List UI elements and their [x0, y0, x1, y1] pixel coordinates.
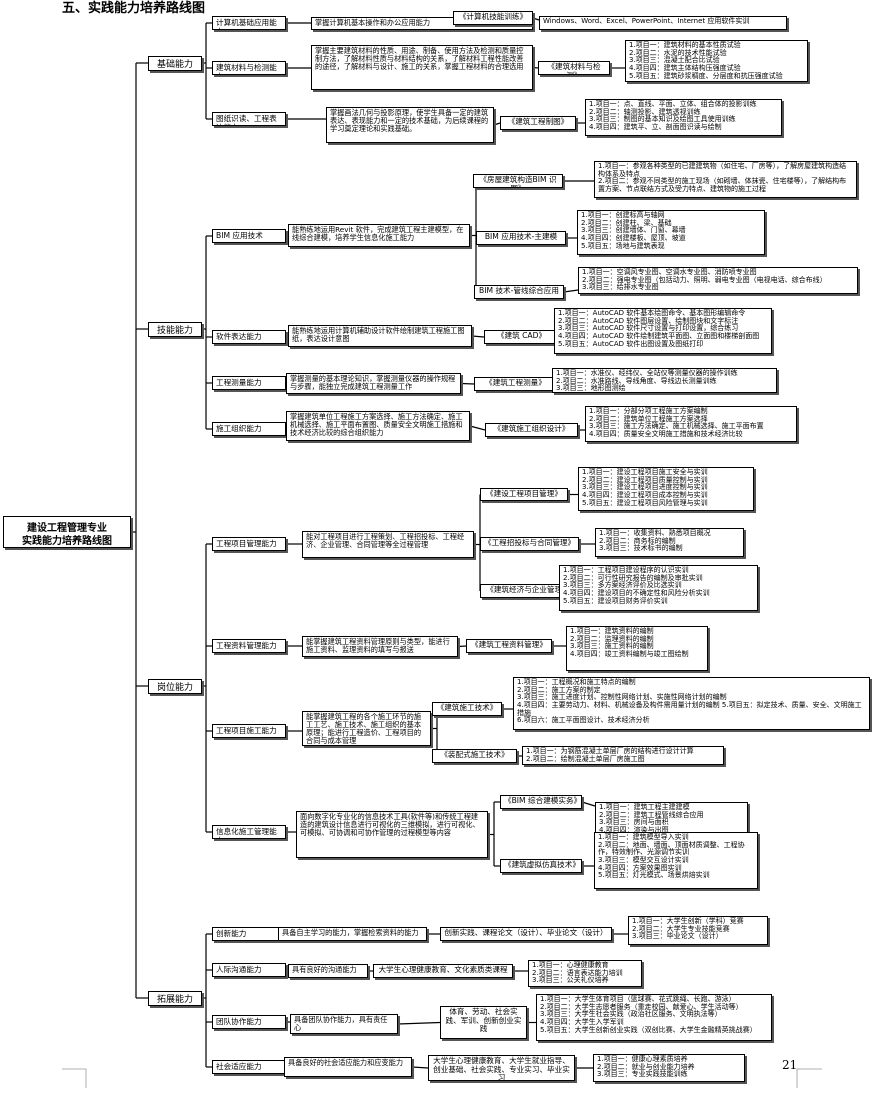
course-box: 大学生心理健康教育、文化素质类课程	[373, 964, 513, 978]
project-list: 1.项目一：建筑资料的编制 2.项目二：监理资料的编制 3.项目三：施工资料的编…	[566, 626, 708, 671]
project-list: Windows、Word、Excel、PowerPoint、Internet 应…	[539, 16, 787, 30]
item-description: 具备良好的社会适应能力和应变能力	[284, 1057, 412, 1077]
item-description: 能熟练地运用Revit 软件，完成建筑工程主建模型，在线综合建模，培养学生信息化…	[288, 224, 470, 247]
item-description: 具有良好的沟通能力	[288, 964, 368, 978]
project-list: 1.项目一：大学生创新（学科）竞赛 2.项目二：大学生专业技能竞赛 3.项目三：…	[628, 916, 768, 945]
item-label: 计算机基础应用能力	[212, 16, 286, 30]
item-description: 能熟练地运用计算机辅助设计软件绘制建筑工程施工图纸，表达设计意图	[288, 325, 472, 347]
connector-line	[563, 289, 579, 293]
item-label: 工程项目管理能力	[212, 537, 286, 551]
course-box: 《建筑工程制图》	[500, 116, 576, 130]
project-list: 1.项目一：分部分项工程施工方案编制 2.项目二：建筑单位工程施工方案选择 3.…	[585, 406, 797, 442]
item-description: 能对工程项目进行工程策划、工程招投标、工程经济、企业管理、合同管理等全过程管理	[302, 531, 474, 558]
project-list: 1.项目一：空调风专业图、空调水专业图、消防喷专业图 2.项目二：强电专业图（包…	[578, 267, 858, 294]
item-label: 施工组织能力	[212, 422, 286, 436]
project-list: 1.项目一：大学生体育项目（篮球赛、花式跳绳、长跑、游泳） 2.项目二：大学生志…	[536, 994, 772, 1041]
course-box: BIM 技术-管线综合应用	[474, 285, 564, 299]
course-box: 创新实践、课程论文（设计）、毕业论文（设计）	[440, 927, 612, 941]
item-label: 工程项目施工能力	[212, 724, 286, 738]
course-box: BIM 应用技术-主建模	[476, 231, 566, 245]
group-label: 岗位能力	[148, 678, 202, 694]
project-list: 1.项目一：点、直线、平面、立体、组合体的投影训练 2.项目二：轴测投影、建筑透…	[585, 99, 782, 136]
project-list: 1.项目一：工程概况和施工特点的编制 2.项目二：施工方案的制定 3.项目三：施…	[513, 677, 870, 730]
item-description: 具备自主学习的能力，掌握检索资料的能力	[278, 927, 427, 941]
item-label: 社会适应能力	[212, 1060, 286, 1074]
project-list: 1.项目一：参观各种类型的已建建筑物（如住宅、厂房等），了解房屋建筑构造结构体系…	[594, 161, 857, 198]
course-box: 《建筑施工组织设计》	[485, 423, 578, 437]
item-description: 掌握测量的基本理论知识，掌握测量仪器的操作规程与步骤，能独立完成建筑工程测量工作	[286, 373, 461, 394]
project-list: 1.项目一：水准仪、经纬仪、全站仪等测量仪器的操作训练 2.项目二：水准路线、导…	[552, 368, 777, 393]
project-list: 1.项目一：建设工程项目施工安全与实训 2.项目二：建设工程项目质量控制与实训 …	[578, 467, 754, 511]
item-description: 掌握建筑单位工程施工方案选择、施工方法确定、施工机械选择、施工平面布置图、质量安…	[286, 411, 470, 441]
course-box: 《BIM 综合建模实务》	[500, 795, 582, 809]
course-box: 《建筑 CAD》	[484, 330, 559, 344]
page-heading: 五、实践能力培养路线图	[62, 1, 206, 16]
course-box: 大学生心理健康教育、大学生就业指导、创业基础、社会实践、专业实习、毕业实习	[428, 1055, 575, 1081]
connector-line	[397, 1021, 441, 1025]
item-description: 能掌握建筑工程的各个施工环节的施工工艺、施工技术、施工组织的基本原理；能进行工程…	[302, 711, 431, 746]
item-label: 信息化施工管理能力	[212, 825, 286, 839]
connector-line	[532, 66, 539, 69]
course-box: 《建设工程项目管理》	[480, 488, 568, 501]
item-label: BIM 应用技术	[212, 229, 286, 243]
course-box: 《房屋建筑构造BIM 识图》	[473, 174, 563, 188]
connector-line	[460, 382, 475, 385]
item-label: 建筑材料与检测能力	[212, 61, 286, 75]
group-label: 基础能力	[148, 55, 202, 71]
group-label: 技能能力	[148, 321, 202, 337]
item-description: 具备团队协作能力，具有责任心	[290, 1014, 398, 1034]
connector-line	[411, 1066, 429, 1069]
course-box: 《建筑材料与检测》	[538, 61, 610, 75]
item-label: 团队协作能力	[212, 1015, 286, 1029]
group-label: 拓展能力	[148, 990, 202, 1006]
connector-line	[469, 425, 486, 431]
course-box: 《建筑工程资料管理》	[466, 639, 552, 653]
course-box: 《装配式施工技术》	[432, 749, 517, 763]
project-list: 1.项目一：建筑材料的基本性质试验 2.项目二：水泥的技术性能试验 3.项目三：…	[625, 40, 808, 82]
project-list: 1.项目一：工程项目建设程序的认识实训 2.项目二：可行性研究报告的编制及审批实…	[559, 565, 758, 611]
project-list: 1.项目一：建筑模型导入实训 2.项目二：地面、墙面、顶面材质调整、工程协作，特…	[594, 832, 758, 889]
project-list: 1.项目一：AutoCAD 软件基本绘图命令、基本图形编辑命令 2.项目二：Au…	[554, 308, 772, 354]
course-box: 《工程招投标与合同管理》	[480, 537, 579, 551]
connector-line	[471, 335, 485, 338]
course-box: 《计算机技能训练》	[453, 11, 533, 25]
item-description: 面向数字化专业化的信息技术工具(软件等)和传统工程建造的建筑设计信息进行可视化的…	[296, 811, 488, 858]
project-list: 1.项目一：心理健康教育 2.项目二：语言表达能力培训 3.项目三：公关礼仪培养	[528, 960, 642, 987]
item-description: 能掌握建筑工程资料管理原则与类型，能进行施工资料、监理资料的填写与报送	[302, 636, 458, 657]
project-list: 1.项目一：创建标高与轴网 2.项目二：创建柱、梁、基础 3.项目三：创建墙体、…	[577, 210, 765, 255]
page-number: 21	[782, 1058, 798, 1072]
item-label: 工程资料管理能力	[212, 639, 286, 653]
connector-line	[493, 122, 501, 126]
item-label: 工程测量能力	[212, 376, 286, 390]
course-box: 《建筑虚拟仿真技术》	[500, 859, 582, 873]
item-description: 掌握主要建筑材料的性质、用途、制备、使用方法及检测和质量控制方法，了解材料性质与…	[311, 45, 533, 90]
item-label: 人际沟通能力	[212, 963, 286, 977]
root-title: 建设工程管理专业 实践能力培养路线图	[3, 516, 131, 548]
item-label: 软件表达能力	[212, 330, 286, 344]
project-list: 1.项目一：健康心理素质培养 2.项目二：就业与创业能力培养 3.项目三：专业实…	[593, 1054, 745, 1082]
item-label: 图纸识读、工程表达能力	[212, 112, 286, 126]
project-list: 1.项目一：为钢筋混凝土单层厂房的结构进行设计计算 2.项目二：绘制混凝土单层厂…	[522, 746, 724, 765]
connector-line	[532, 17, 540, 21]
course-box: 《建筑施工技术》	[432, 702, 502, 716]
course-box: 《建筑经济与企业管理》	[480, 584, 576, 598]
project-list: 1.项目一：收集资料、熟悉项目概况 2.项目二：商务标的编制 3.项目三：技术标…	[595, 528, 744, 557]
connector-line	[581, 801, 596, 807]
item-description: 掌握画法几何与投影原理，使学生具备一定的建筑表达、表现能力和一定的技术基础，为后…	[326, 107, 494, 143]
course-box: 体育、劳动、社会实践、军训、创新创业实践	[440, 1006, 527, 1039]
connector-line	[457, 645, 467, 648]
